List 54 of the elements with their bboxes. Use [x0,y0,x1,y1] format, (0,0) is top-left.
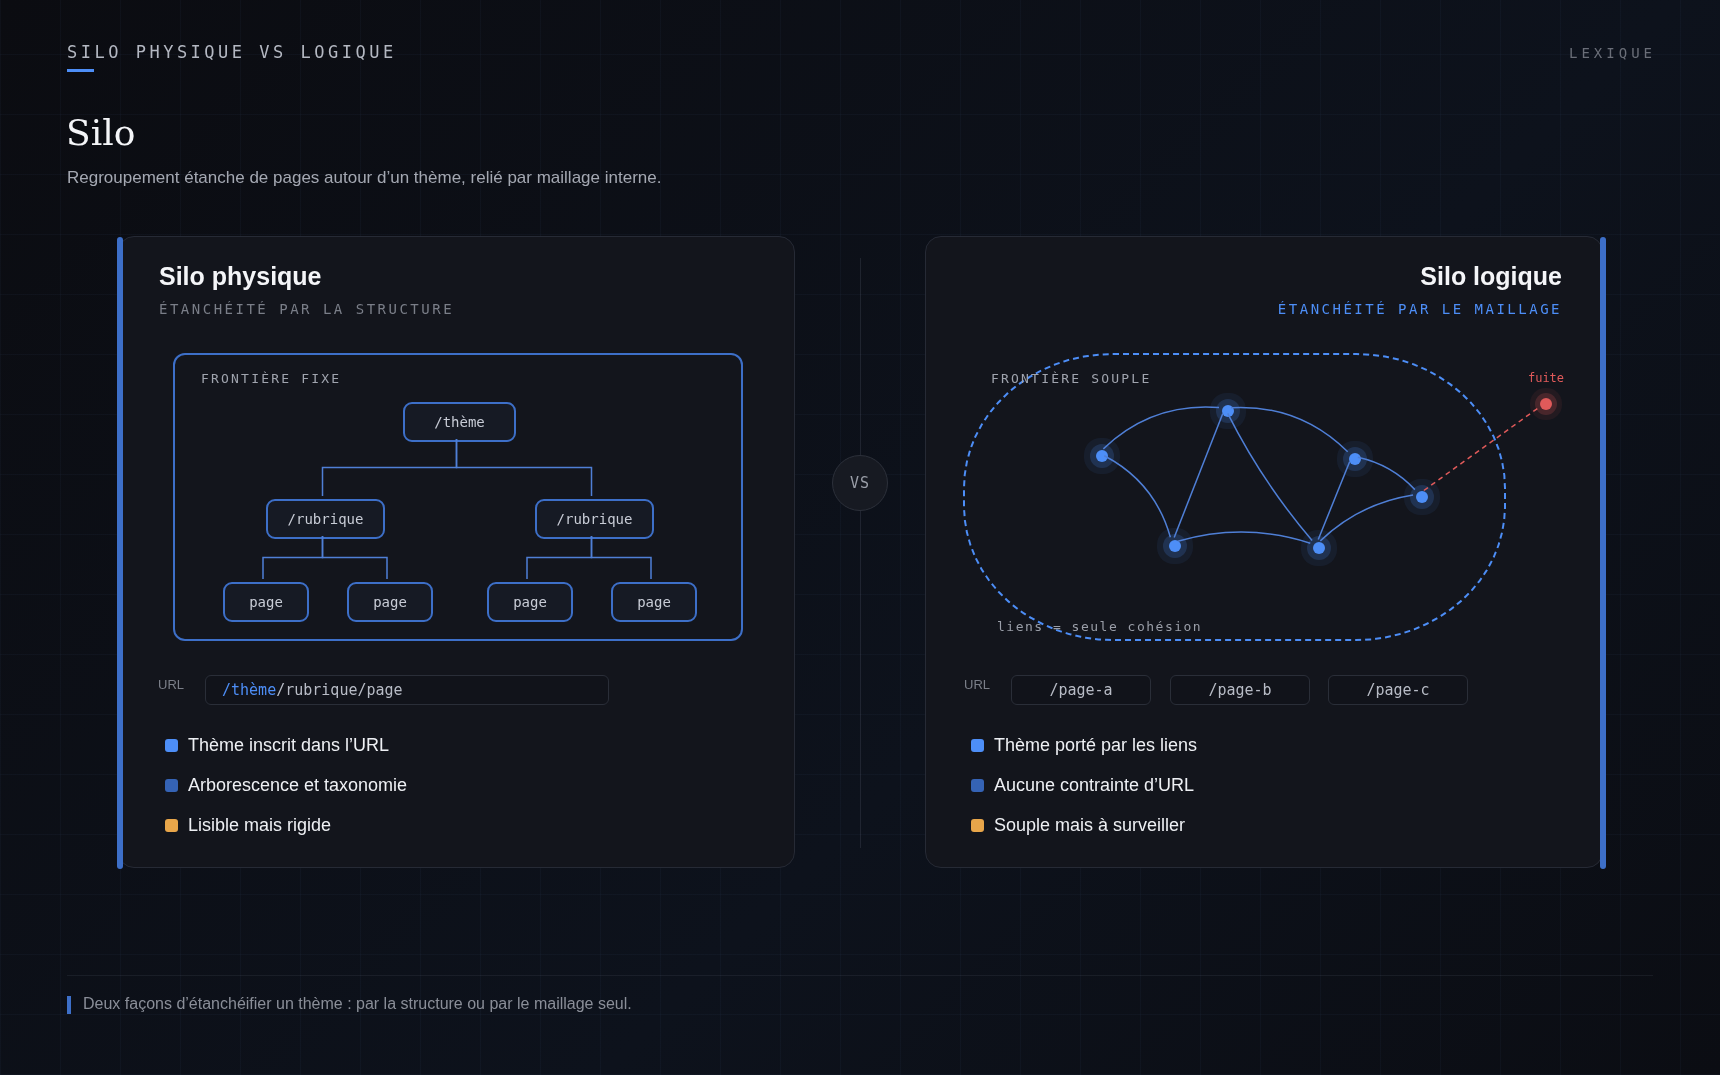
link-line [1103,455,1172,538]
field-label: URL [158,677,184,692]
link-line [1230,406,1349,453]
link-line [1317,460,1351,541]
tree-box: /thème [403,402,516,442]
card-panel [925,236,1603,868]
leak-label: fuite [1526,371,1566,385]
tree-box: /rubrique [266,499,385,539]
tree-connector [455,438,593,497]
bullet-text: Thème porté par les liens [994,735,1198,756]
tree-box: page [223,582,309,622]
tree-connector [321,535,388,580]
subtitle: Regroupement étanche de pages autour d’un thème, relié par maillage interne. [67,168,662,188]
bullet-text: Lisible mais rigide [188,815,332,836]
tree-box: page [611,582,697,622]
link-line [1226,412,1313,542]
bullet-text: Arborescence et taxonomie [188,775,408,796]
bullet-text: Thème inscrit dans l’URL [188,735,390,756]
boundary-note: liens = seule cohésion [997,619,1203,634]
url-field: /page-c [1328,675,1468,705]
card-subtitle: ÉTANCHÉITÉ PAR LA STRUCTURE [159,301,455,317]
tree-box: /rubrique [535,499,654,539]
network-node [1313,542,1325,554]
network-node [1096,450,1108,462]
network-node [1349,453,1361,465]
card-title: Silo logique [1420,262,1562,291]
bullet-text: Aucune contrainte d’URL [994,775,1195,796]
link-line [1173,412,1224,539]
dashed-boundary [963,353,1506,641]
section-tag: LEXIQUE [1569,45,1656,61]
caption: Deux façons d’étanchéifier un thème : par la structure ou par le maillage seul. [83,995,632,1013]
boundary-label: FRONTIÈRE FIXE [201,371,342,386]
boundary-label: FRONTIÈRE SOUPLE [991,371,1152,386]
network-node [1169,540,1181,552]
tree-box: page [347,582,433,622]
tree-connector [590,535,652,580]
page-title: Silo [66,112,136,153]
field-label: URL [964,677,990,692]
url-field: /page-a [1011,675,1151,705]
url-field: /page-b [1170,675,1310,705]
card-subtitle: ÉTANCHÉITÉ PAR LE MAILLAGE [1277,301,1562,317]
network-node [1416,491,1428,503]
eyebrow-label: SILO PHYSIQUE VS LOGIQUE [67,42,397,62]
card-panel [118,236,795,868]
vs-badge: VS [832,455,888,511]
bullet-text: Souple mais à surveiller [994,815,1186,836]
link-line [1102,406,1220,450]
tree-box: page [487,582,573,622]
link-line [1357,456,1416,491]
url-field: /thème/rubrique/page [205,675,609,705]
link-line [1177,531,1312,544]
card-title: Silo physique [159,262,322,291]
boundary-frame [173,353,743,641]
link-line [1319,494,1414,542]
